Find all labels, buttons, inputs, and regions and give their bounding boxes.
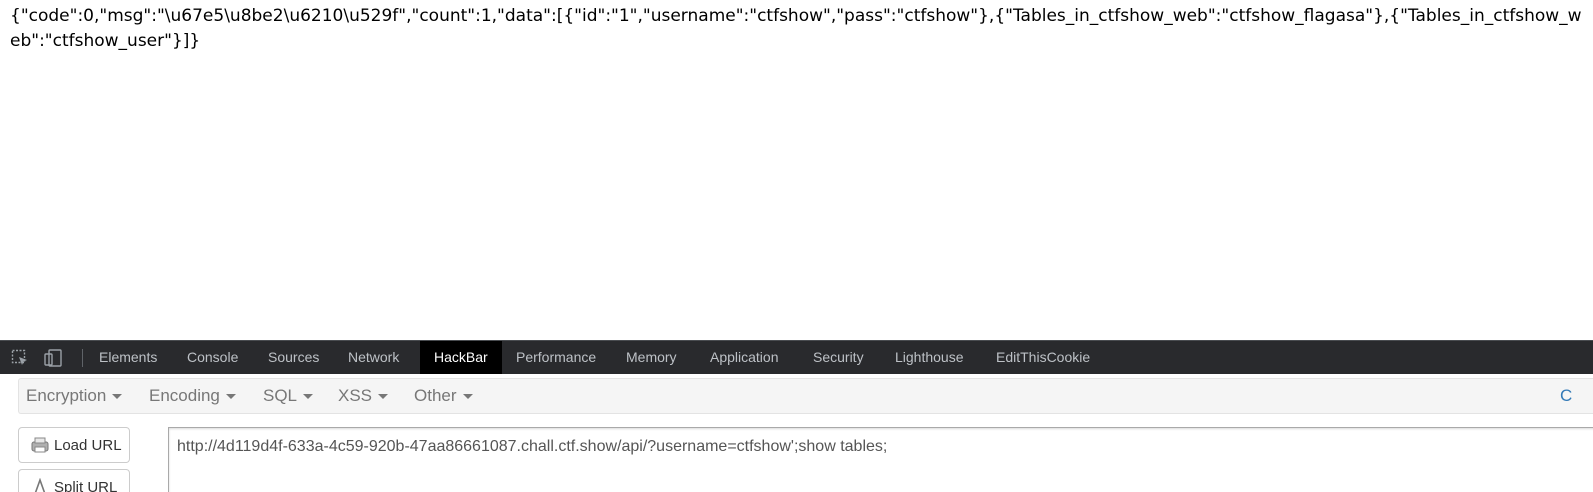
menu-xss-label: XSS xyxy=(338,386,373,405)
menu-other[interactable]: Other xyxy=(414,379,473,413)
caret-down-icon xyxy=(462,394,473,400)
devtools-panel: Elements Console Sources Network HackBar… xyxy=(0,340,1593,492)
load-url-button[interactable]: Load URL xyxy=(18,427,130,463)
tab-lighthouse[interactable]: Lighthouse xyxy=(895,349,964,365)
tab-hackbar[interactable]: HackBar xyxy=(420,341,502,374)
menu-other-label: Other xyxy=(414,386,457,405)
tab-elements[interactable]: Elements xyxy=(99,349,158,365)
json-response-text: {"code":0,"msg":"\u67e5\u8be2\u6210\u529… xyxy=(10,6,1582,51)
url-textarea[interactable]: http://4d119d4f-633a-4c59-920b-47aa86661… xyxy=(168,427,1593,492)
split-url-button[interactable]: Split URL xyxy=(18,469,130,492)
split-url-label: Split URL xyxy=(54,478,118,492)
inspect-element-icon[interactable] xyxy=(11,349,29,367)
page-content: {"code":0,"msg":"\u67e5\u8be2\u6210\u529… xyxy=(10,6,1582,51)
load-url-label: Load URL xyxy=(54,436,122,454)
hackbar-edge-link[interactable]: C xyxy=(1560,386,1573,405)
menu-encryption-label: Encryption xyxy=(26,386,107,405)
tab-memory[interactable]: Memory xyxy=(626,349,677,365)
menu-encryption[interactable]: Encryption xyxy=(26,379,123,413)
tab-performance[interactable]: Performance xyxy=(516,349,597,365)
tab-network[interactable]: Network xyxy=(348,349,400,365)
menu-encoding-label: Encoding xyxy=(149,386,220,405)
tab-console[interactable]: Console xyxy=(187,349,239,365)
tab-sources[interactable]: Sources xyxy=(268,349,320,365)
caret-down-icon xyxy=(225,394,236,400)
load-url-icon xyxy=(31,436,49,454)
tab-application[interactable]: Application xyxy=(710,349,779,365)
url-textarea-value: http://4d119d4f-633a-4c59-920b-47aa86661… xyxy=(177,438,888,455)
tab-security[interactable]: Security xyxy=(813,349,864,365)
caret-down-icon xyxy=(378,394,389,400)
tabbar-divider xyxy=(82,349,83,367)
caret-down-icon xyxy=(112,394,123,400)
split-url-icon xyxy=(31,478,49,492)
tab-editthiscookie[interactable]: EditThisCookie xyxy=(996,349,1091,365)
menu-sql-label: SQL xyxy=(263,386,298,405)
caret-down-icon xyxy=(303,394,314,400)
device-toolbar-icon[interactable] xyxy=(44,349,62,367)
menu-sql[interactable]: SQL xyxy=(263,379,314,413)
menu-encoding[interactable]: Encoding xyxy=(149,379,236,413)
hackbar-menubar: Encryption Encoding SQL XSS Other xyxy=(18,378,1593,414)
devtools-tabbar: Elements Console Sources Network HackBar… xyxy=(0,340,1593,374)
menu-xss[interactable]: XSS xyxy=(338,379,389,413)
